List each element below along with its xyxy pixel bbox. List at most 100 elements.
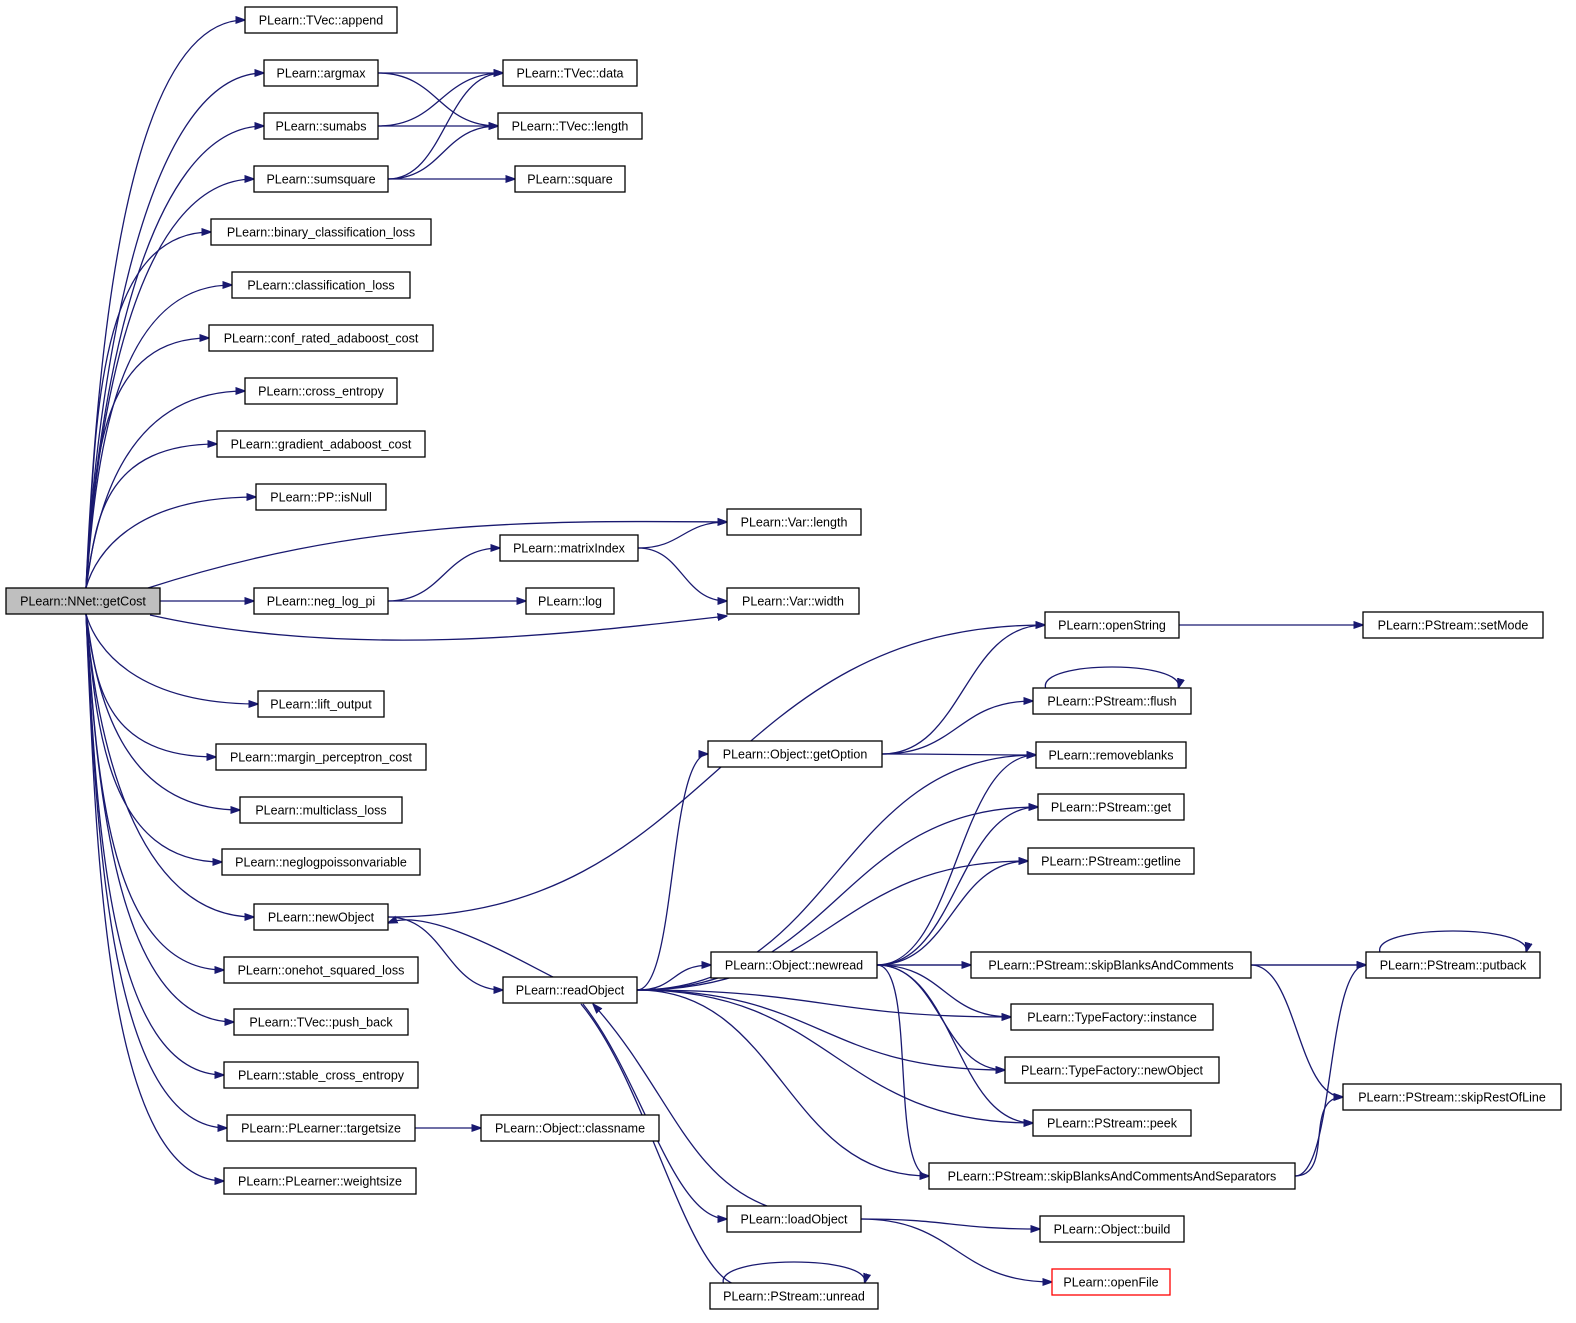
- edge-loadobj-to-openfile: [860, 1218, 1052, 1282]
- node-targetsize[interactable]: PLearn::PLearner::targetsize: [226, 1114, 416, 1142]
- node-box: [1010, 1003, 1214, 1031]
- node-crac[interactable]: PLearn::conf_rated_adaboost_cost: [208, 324, 434, 352]
- node-vwidth[interactable]: PLearn::Var::width: [726, 587, 860, 615]
- node-box: [221, 848, 421, 876]
- node-openstring[interactable]: PLearn::openString: [1044, 611, 1180, 639]
- node-get[interactable]: PLearn::PStream::get: [1037, 793, 1185, 821]
- node-vlength[interactable]: PLearn::Var::length: [726, 508, 862, 536]
- node-box: [1044, 611, 1180, 639]
- node-newread[interactable]: PLearn::Object::newread: [710, 951, 878, 979]
- node-box: [255, 483, 387, 511]
- edge-getCost-to-newobj: [85, 613, 254, 917]
- node-sce[interactable]: PLearn::stable_cross_entropy: [223, 1061, 419, 1089]
- node-getline[interactable]: PLearn::PStream::getline: [1027, 847, 1195, 875]
- edge-getoption-to-flush: [881, 701, 1033, 755]
- node-label: PLearn::readObject: [516, 984, 625, 998]
- node-box: [1039, 1215, 1185, 1243]
- node-box: [5, 587, 161, 615]
- node-label: PLearn::Object::build: [1054, 1223, 1171, 1237]
- node-box: [928, 1162, 1296, 1190]
- edge-sbac-to-skiprest: [1250, 964, 1343, 1097]
- node-instance[interactable]: PLearn::TypeFactory::instance: [1010, 1003, 1214, 1031]
- node-label: PLearn::PStream::skipRestOfLine: [1358, 1091, 1546, 1105]
- node-unread[interactable]: PLearn::PStream::unread: [709, 1282, 879, 1310]
- node-label: PLearn::sumabs: [275, 120, 366, 134]
- node-data[interactable]: PLearn::TVec::data: [502, 59, 638, 87]
- node-mpc[interactable]: PLearn::margin_perceptron_cost: [215, 743, 427, 771]
- edge-nlp-to-matidx: [387, 548, 500, 602]
- node-skiprest[interactable]: PLearn::PStream::skipRestOfLine: [1342, 1083, 1562, 1111]
- node-bcl[interactable]: PLearn::binary_classification_loss: [210, 218, 432, 246]
- node-lift[interactable]: PLearn::lift_output: [257, 690, 385, 718]
- node-ohsl[interactable]: PLearn::onehot_squared_loss: [223, 956, 419, 984]
- node-label: PLearn::PStream::unread: [723, 1290, 865, 1304]
- node-sumsquare[interactable]: PLearn::sumsquare: [253, 165, 389, 193]
- node-append[interactable]: PLearn::TVec::append: [244, 6, 398, 34]
- node-box: [1037, 793, 1185, 821]
- node-newobj[interactable]: PLearn::newObject: [253, 903, 389, 931]
- node-label: PLearn::PStream::get: [1051, 801, 1172, 815]
- node-sumabs[interactable]: PLearn::sumabs: [263, 112, 379, 140]
- node-box: [1051, 1268, 1171, 1296]
- node-loadobj[interactable]: PLearn::loadObject: [726, 1205, 862, 1233]
- edge-loadobj-to-build: [860, 1218, 1040, 1229]
- edge-getCost-to-weightsize: [85, 613, 224, 1181]
- node-tlength[interactable]: PLearn::TVec::length: [497, 112, 643, 140]
- node-nlpv[interactable]: PLearn::neglogpoissonvariable: [221, 848, 421, 876]
- node-box: [1027, 847, 1195, 875]
- node-box: [726, 1205, 862, 1233]
- node-label: PLearn::PP::isNull: [270, 491, 371, 505]
- node-ce[interactable]: PLearn::cross_entropy: [244, 377, 398, 405]
- node-sbac[interactable]: PLearn::PStream::skipBlanksAndComments: [970, 951, 1252, 979]
- node-sbacas[interactable]: PLearn::PStream::skipBlanksAndCommentsAn…: [928, 1162, 1296, 1190]
- node-cl[interactable]: PLearn::classification_loss: [231, 271, 411, 299]
- node-label: PLearn::gradient_adaboost_cost: [231, 438, 412, 452]
- node-label: PLearn::PStream::getline: [1041, 855, 1181, 869]
- node-box: [215, 743, 427, 771]
- edge-getCost-to-crac: [85, 338, 209, 589]
- node-box: [525, 587, 615, 615]
- node-openfile[interactable]: PLearn::openFile: [1051, 1268, 1171, 1296]
- node-tfnewobj[interactable]: PLearn::TypeFactory::newObject: [1004, 1056, 1220, 1084]
- node-readobj[interactable]: PLearn::readObject: [502, 976, 638, 1004]
- node-label: PLearn::PStream::flush: [1047, 695, 1176, 709]
- node-setmode[interactable]: PLearn::PStream::setMode: [1362, 611, 1544, 639]
- edge-getCost-to-append: [85, 20, 245, 589]
- nodes-layer: PLearn::NNet::getCost PLearn::TVec::appen…: [5, 6, 1562, 1310]
- node-box: [1342, 1083, 1562, 1111]
- node-label: PLearn::matrixIndex: [513, 542, 626, 556]
- node-weightsize[interactable]: PLearn::PLearner::weightsize: [223, 1167, 417, 1195]
- node-classname[interactable]: PLearn::Object::classname: [480, 1114, 660, 1142]
- node-log[interactable]: PLearn::log: [525, 587, 615, 615]
- edge-getCost-to-targetsize: [85, 613, 227, 1128]
- node-nlp[interactable]: PLearn::neg_log_pi: [253, 587, 389, 615]
- node-isnull[interactable]: PLearn::PP::isNull: [255, 483, 387, 511]
- node-box: [1035, 741, 1187, 769]
- node-box: [263, 59, 379, 87]
- node-label: PLearn::neg_log_pi: [267, 595, 375, 609]
- edge-readobj-to-getoption: [636, 754, 708, 991]
- node-label: PLearn::removeblanks: [1048, 749, 1173, 763]
- node-argmax[interactable]: PLearn::argmax: [263, 59, 379, 87]
- node-box: [499, 534, 639, 562]
- node-build[interactable]: PLearn::Object::build: [1039, 1215, 1185, 1243]
- node-square[interactable]: PLearn::square: [514, 165, 626, 193]
- node-box: [709, 1282, 879, 1310]
- node-peek[interactable]: PLearn::PStream::peek: [1032, 1109, 1192, 1137]
- node-getCost[interactable]: PLearn::NNet::getCost: [5, 587, 161, 615]
- node-matidx[interactable]: PLearn::matrixIndex: [499, 534, 639, 562]
- node-putback[interactable]: PLearn::PStream::putback: [1365, 951, 1541, 979]
- node-gac[interactable]: PLearn::gradient_adaboost_cost: [216, 430, 426, 458]
- edge-readobj-to-tfnewobj: [636, 989, 1005, 1070]
- node-label: PLearn::PLearner::weightsize: [238, 1175, 402, 1189]
- node-pushback[interactable]: PLearn::TVec::push_back: [233, 1008, 409, 1036]
- node-removeblanks[interactable]: PLearn::removeblanks: [1035, 741, 1187, 769]
- node-mcl[interactable]: PLearn::multiclass_loss: [239, 796, 403, 824]
- node-flush[interactable]: PLearn::PStream::flush: [1032, 687, 1192, 715]
- node-label: PLearn::log: [538, 595, 602, 609]
- edge-getCost-to-pushback: [85, 613, 234, 1022]
- edge-readobj-to-newobj: [388, 920, 554, 978]
- node-getoption[interactable]: PLearn::Object::getOption: [707, 740, 883, 768]
- node-box: [726, 587, 860, 615]
- node-box: [223, 1167, 417, 1195]
